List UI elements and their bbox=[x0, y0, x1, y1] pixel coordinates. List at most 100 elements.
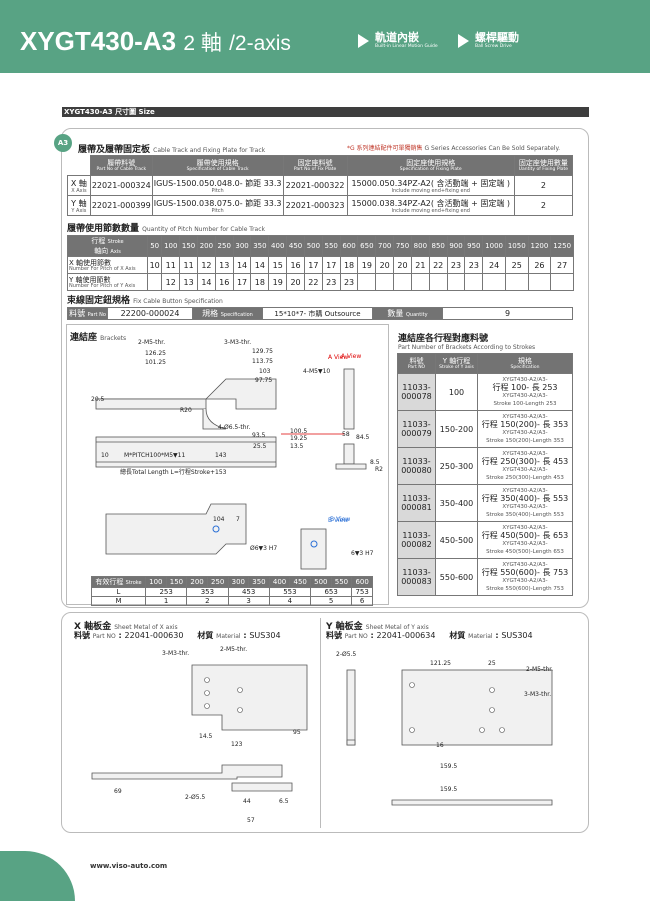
x-pitch-cell: 23 bbox=[446, 256, 466, 274]
spec-line: 行程 150(200)- 長 353 bbox=[481, 420, 569, 429]
spec-line: 行程 250(300)- 長 453 bbox=[481, 457, 569, 466]
title-en: Sheet Metal of X axis bbox=[114, 624, 178, 631]
part-label: 料號 Part No bbox=[67, 307, 108, 320]
y-pitch-cell: 23 bbox=[321, 273, 341, 291]
dim-label: 103 bbox=[259, 368, 271, 375]
y-pitch-cell bbox=[527, 273, 552, 291]
spec-line: XYGT430-A2/A3- bbox=[502, 430, 548, 436]
stroke-col: 1000 bbox=[482, 235, 506, 257]
stroke-col: 550 bbox=[321, 235, 341, 257]
stroke-col: 900 bbox=[446, 235, 466, 257]
stroke-col: 450 bbox=[289, 576, 311, 588]
fix-spec: 15000.050.34PZ-A2( 含活動端 + 固定端 ) bbox=[351, 178, 510, 188]
stroke-label: 行程 bbox=[91, 237, 106, 245]
lbl: 規格 bbox=[202, 309, 219, 318]
dim-label: 95 bbox=[293, 729, 301, 736]
dim-label: 25.5 bbox=[253, 443, 267, 450]
m-cell: 6 bbox=[351, 596, 373, 606]
title-cn: 連結座 bbox=[70, 333, 98, 343]
stroke-col: 1050 bbox=[504, 235, 529, 257]
stroke-col: 800 bbox=[410, 235, 430, 257]
material-value: SUS304 bbox=[249, 631, 281, 640]
fix-spec: 15000.038.34PZ-A2( 含活動端 + 固定端 ) bbox=[351, 198, 510, 208]
title-en: Fix Cable Button Specification bbox=[133, 298, 223, 305]
dim-label: 69 bbox=[114, 788, 122, 795]
fix-spec-sub: Include moving end+fixing end bbox=[391, 207, 470, 214]
y-pitch-cell bbox=[446, 273, 466, 291]
h-en: Part No of Cable Track bbox=[96, 167, 147, 172]
y-pitch-cell: 12 bbox=[161, 273, 181, 291]
x-pitch-cell: 17 bbox=[321, 256, 341, 274]
length-cell: 653 bbox=[309, 587, 353, 597]
dim-label: 113.75 bbox=[252, 358, 273, 365]
label-cn: X 軸使用節數 bbox=[69, 258, 112, 267]
lbl: 料號 bbox=[69, 309, 86, 318]
note-en: G Series Accessories Can Be Sold Separat… bbox=[424, 145, 561, 152]
qty-value: 9 bbox=[442, 307, 573, 320]
part-cell: 11033-000083 bbox=[397, 558, 436, 596]
cable-track-title: 履帶及履帶固定板 Cable Track and Fixing Plate fo… bbox=[78, 142, 265, 155]
dim-label: 121.25 bbox=[430, 660, 451, 667]
label-en: Number For Pitch of X Axis bbox=[69, 265, 136, 272]
footer-url: www.viso-auto.com bbox=[90, 862, 168, 870]
title-cn: 束線固定鈕規格 bbox=[67, 296, 131, 306]
stroke-col: 950 bbox=[464, 235, 484, 257]
stroke-col: 300 bbox=[232, 235, 252, 257]
b-view-text: B View bbox=[330, 516, 351, 523]
brackets-drawing: A View B View bbox=[95, 354, 367, 570]
x-pitch-cell: 11 bbox=[179, 256, 198, 274]
dim-label: 57 bbox=[247, 817, 255, 824]
title-en: Brackets bbox=[100, 335, 127, 342]
y-pitch-cell bbox=[482, 273, 506, 291]
y-pitch-cell bbox=[428, 273, 448, 291]
title-en: Cable Track and Fixing Plate for Track bbox=[153, 147, 266, 154]
spec: IGUS-1500.050.048.0- 節距 33.3 bbox=[153, 178, 282, 188]
stroke-col: 450 bbox=[286, 235, 305, 257]
stroke-col: 850 bbox=[428, 235, 448, 257]
h-en: Uantity of Fixing Plate bbox=[518, 167, 569, 172]
spec: IGUS-1500.038.075.0- 節距 33.3 bbox=[153, 198, 282, 208]
dim-label: 14.5 bbox=[199, 733, 213, 740]
spec-line: Stroke 350(400)-Length 553 bbox=[486, 512, 564, 518]
stroke-col: 250 bbox=[214, 235, 234, 257]
x-pitch-cell: 15 bbox=[268, 256, 288, 274]
m-cell: 2 bbox=[186, 596, 229, 606]
stroke-col: 750 bbox=[393, 235, 412, 257]
dim-label: 2-M5-thr. bbox=[138, 339, 166, 346]
part-cell: 11033-000079 bbox=[397, 410, 436, 448]
a-view-text: A View bbox=[341, 353, 362, 360]
part-cell: 11033-000081 bbox=[397, 484, 436, 522]
stroke-col: 500 bbox=[303, 235, 323, 257]
spec-line: XYGT430-A2/A3- bbox=[502, 578, 548, 584]
h-en: Specification of Fixing Plate bbox=[399, 167, 462, 172]
dim-label: 10 bbox=[101, 452, 109, 459]
x-pitch-cell: 13 bbox=[214, 256, 234, 274]
dim-label: M*PITCH100*M5▼11 bbox=[124, 452, 186, 459]
h-cn: 規格 bbox=[518, 357, 532, 365]
y-pitch-cell: 13 bbox=[179, 273, 198, 291]
y-pitch-cell bbox=[410, 273, 430, 291]
tag2-cn: 螺桿驅動 bbox=[475, 31, 519, 44]
blank-cell bbox=[67, 155, 91, 176]
lbl: 料號 bbox=[326, 631, 342, 640]
length-cell: 453 bbox=[227, 587, 270, 597]
dim-label: 4-M5▼10 bbox=[303, 368, 331, 375]
x-pitch-cell: 21 bbox=[410, 256, 430, 274]
h-cn: Y 軸行程 bbox=[442, 357, 471, 365]
y-pitch-cell: 22 bbox=[303, 273, 323, 291]
h-cn: 固定座使用數量 bbox=[518, 159, 568, 167]
dim-label: 100.5 bbox=[290, 428, 308, 435]
